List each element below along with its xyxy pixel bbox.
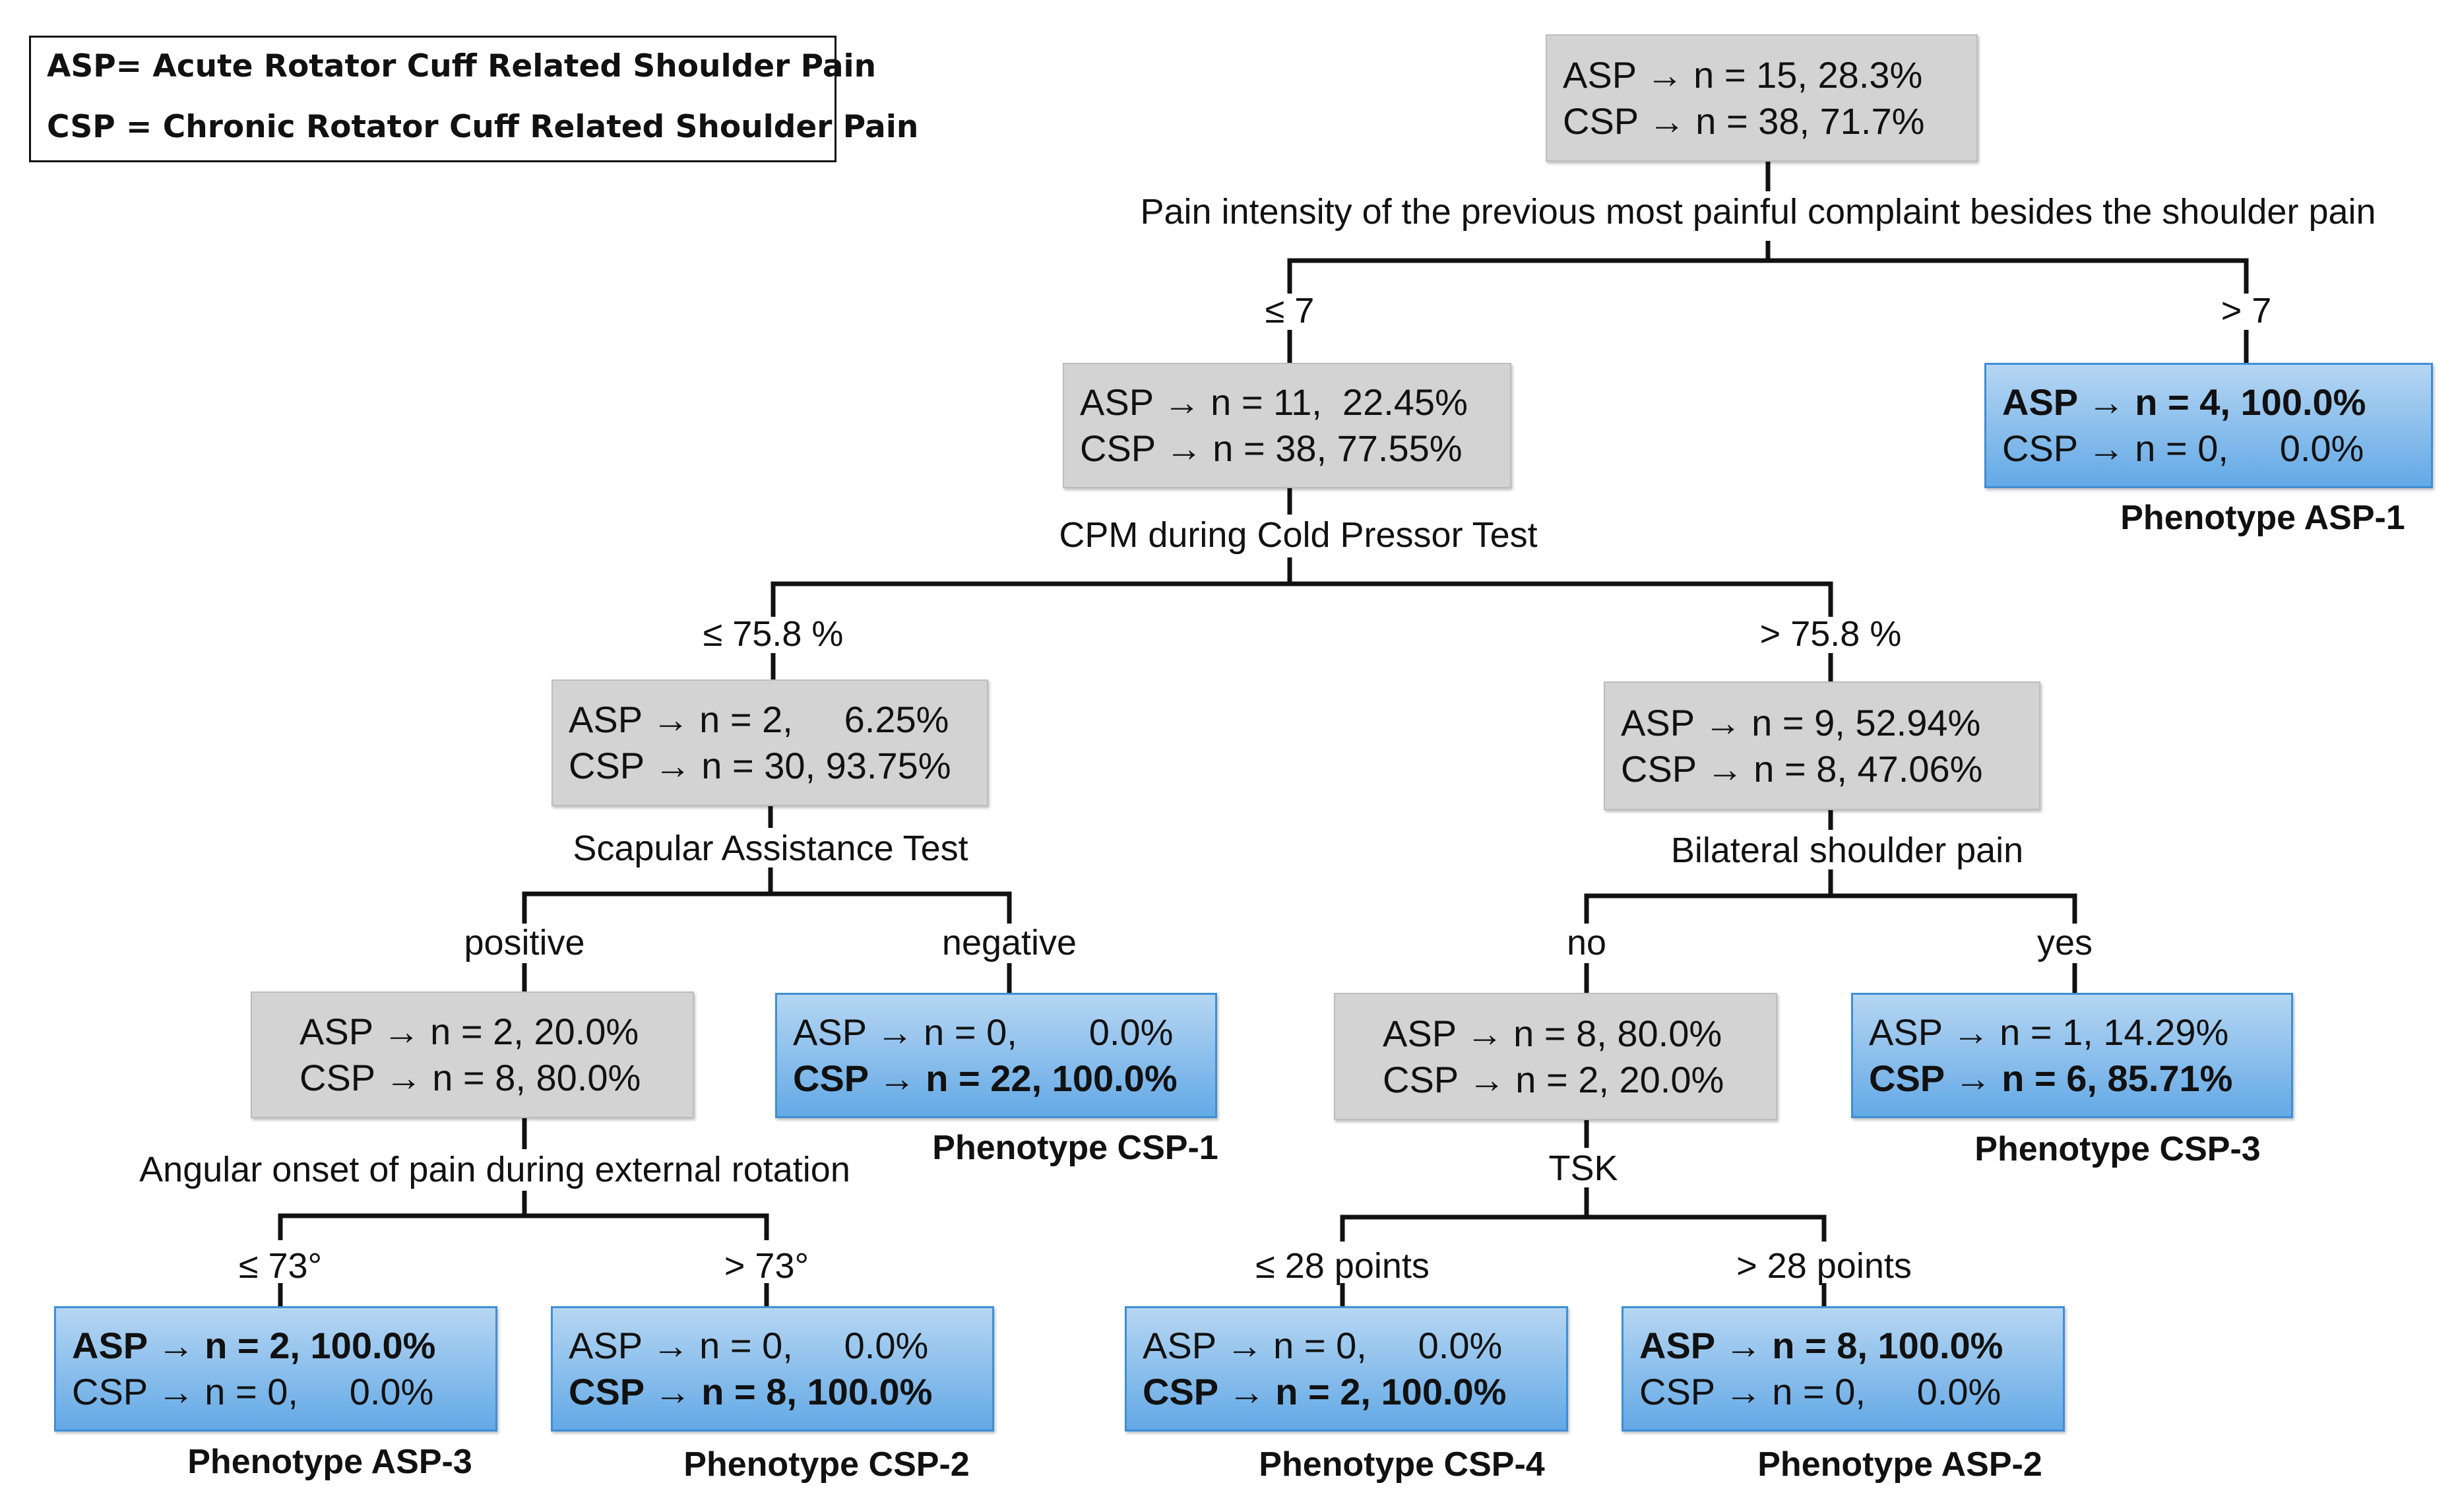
- node-n1: ASP → n = 11, 22.45% CSP → n = 38, 77.55…: [1063, 363, 1511, 488]
- branch-n1-right: > 75.8 %: [1759, 614, 1902, 654]
- node-root-csp: CSP → n = 38, 71.7%: [1563, 100, 1925, 142]
- split-n1-label: CPM during Cold Pressor Test: [1059, 515, 1538, 555]
- node-n5-csp: CSP → n = 2, 20.0%: [1383, 1058, 1724, 1100]
- legend-csp-definition: CSP = Chronic Rotator Cuff Related Shoul…: [47, 109, 919, 145]
- node-asp1-asp: ASP → n = 4, 100.0%: [2002, 381, 2366, 423]
- node-root: ASP → n = 15, 28.3% CSP → n = 38, 71.7%: [1546, 34, 1978, 162]
- node-phenotype-asp1: ASP → n = 4, 100.0% CSP → n = 0, 0.0%: [1984, 363, 2433, 488]
- branch-n3-left: no: [1566, 923, 1607, 962]
- node-csp1-asp: ASP → n = 0, 0.0%: [793, 1011, 1174, 1053]
- node-asp3-asp: ASP → n = 2, 100.0%: [72, 1325, 436, 1366]
- node-n1-csp: CSP → n = 38, 77.55%: [1080, 427, 1463, 469]
- phenotype-csp3-label: Phenotype CSP-3: [1974, 1130, 2261, 1168]
- connector-n2-bar: [522, 891, 1012, 924]
- phenotype-csp1-label: Phenotype CSP-1: [932, 1129, 1218, 1167]
- branch-n1-left: ≤ 75.8 %: [703, 614, 844, 654]
- connector-n3-bar: [1584, 893, 2077, 924]
- node-csp3-csp: CSP → n = 6, 85.71%: [1869, 1057, 2233, 1099]
- node-n4: ASP → n = 2, 20.0% CSP → n = 8, 80.0%: [251, 992, 694, 1118]
- branch-n5-right: > 28 points: [1736, 1246, 1912, 1286]
- node-n2: ASP → n = 2, 6.25% CSP → n = 30, 93.75%: [551, 679, 988, 806]
- connector-n5-bar: [1340, 1214, 1827, 1242]
- branch-n5-left: ≤ 28 points: [1255, 1246, 1430, 1286]
- branch-n3-right: yes: [2036, 923, 2093, 962]
- node-asp2-asp: ASP → n = 8, 100.0%: [1639, 1325, 2003, 1366]
- node-asp2-csp: CSP → n = 0, 0.0%: [1639, 1371, 2001, 1412]
- split-n4-label: Angular onset of pain during external ro…: [139, 1150, 850, 1189]
- node-n4-csp: CSP → n = 8, 80.0%: [299, 1057, 641, 1098]
- node-root-asp: ASP → n = 15, 28.3%: [1563, 53, 1923, 96]
- node-csp4-csp: CSP → n = 2, 100.0%: [1143, 1371, 1507, 1412]
- branch-root-right: > 7: [2221, 291, 2272, 331]
- node-phenotype-csp1: ASP → n = 0, 0.0% CSP → n = 22, 100.0%: [775, 993, 1217, 1118]
- node-n2-csp: CSP → n = 30, 93.75%: [569, 745, 951, 786]
- branch-n4-right: > 73°: [724, 1246, 809, 1286]
- node-n5-asp: ASP → n = 8, 80.0%: [1383, 1012, 1722, 1054]
- branch-n2-left: positive: [464, 923, 585, 962]
- node-n5: ASP → n = 8, 80.0% CSP → n = 2, 20.0%: [1334, 993, 1777, 1120]
- node-asp3-csp: CSP → n = 0, 0.0%: [72, 1371, 434, 1412]
- branch-n4-left: ≤ 73°: [238, 1246, 323, 1286]
- node-n2-asp: ASP → n = 2, 6.25%: [569, 699, 949, 740]
- branch-root-left: ≤ 7: [1265, 291, 1315, 331]
- node-n3-csp: CSP → n = 8, 47.06%: [1621, 747, 1983, 790]
- phenotype-csp4-label: Phenotype CSP-4: [1259, 1445, 1545, 1484]
- phenotype-asp3-label: Phenotype ASP-3: [187, 1443, 472, 1481]
- node-n4-asp: ASP → n = 2, 20.0%: [299, 1011, 639, 1052]
- split-root-label: Pain intensity of the previous most pain…: [1140, 192, 2376, 232]
- legend-asp-definition: ASP= Acute Rotator Cuff Related Shoulder…: [47, 48, 877, 84]
- node-csp1-csp: CSP → n = 22, 100.0%: [793, 1057, 1178, 1099]
- phenotype-asp2-label: Phenotype ASP-2: [1757, 1445, 2042, 1484]
- node-csp3-asp: ASP → n = 1, 14.29%: [1869, 1011, 2229, 1053]
- node-phenotype-csp4: ASP → n = 0, 0.0% CSP → n = 2, 100.0%: [1125, 1306, 1568, 1432]
- connector-n1-bar: [771, 581, 1833, 617]
- branch-n2-right: negative: [941, 923, 1077, 962]
- node-csp2-csp: CSP → n = 8, 100.0%: [569, 1371, 933, 1412]
- phenotype-csp2-label: Phenotype CSP-2: [683, 1445, 970, 1484]
- node-phenotype-asp3: ASP → n = 2, 100.0% CSP → n = 0, 0.0%: [54, 1306, 497, 1432]
- node-csp4-asp: ASP → n = 0, 0.0%: [1143, 1325, 1503, 1366]
- split-n5-label: TSK: [1548, 1149, 1618, 1188]
- node-n3: ASP → n = 9, 52.94% CSP → n = 8, 47.06%: [1604, 681, 2040, 810]
- node-phenotype-asp2: ASP → n = 8, 100.0% CSP → n = 0, 0.0%: [1622, 1306, 2065, 1432]
- node-csp2-asp: ASP → n = 0, 0.0%: [569, 1325, 929, 1366]
- split-n2-label: Scapular Assistance Test: [573, 829, 968, 868]
- node-asp1-csp: CSP → n = 0, 0.0%: [2002, 427, 2364, 469]
- split-n3-label: Bilateral shoulder pain: [1670, 831, 2024, 870]
- connector-n4-bar: [278, 1213, 769, 1240]
- node-n3-asp: ASP → n = 9, 52.94%: [1621, 701, 1981, 743]
- legend-box: ASP= Acute Rotator Cuff Related Shoulder…: [29, 36, 918, 162]
- node-n1-asp: ASP → n = 11, 22.45%: [1080, 381, 1468, 423]
- node-phenotype-csp2: ASP → n = 0, 0.0% CSP → n = 8, 100.0%: [551, 1306, 994, 1432]
- phenotype-asp1-label: Phenotype ASP-1: [2120, 499, 2405, 537]
- node-phenotype-csp3: ASP → n = 1, 14.29% CSP → n = 6, 85.71%: [1851, 993, 2293, 1118]
- connector-root-bar: [1287, 258, 2249, 294]
